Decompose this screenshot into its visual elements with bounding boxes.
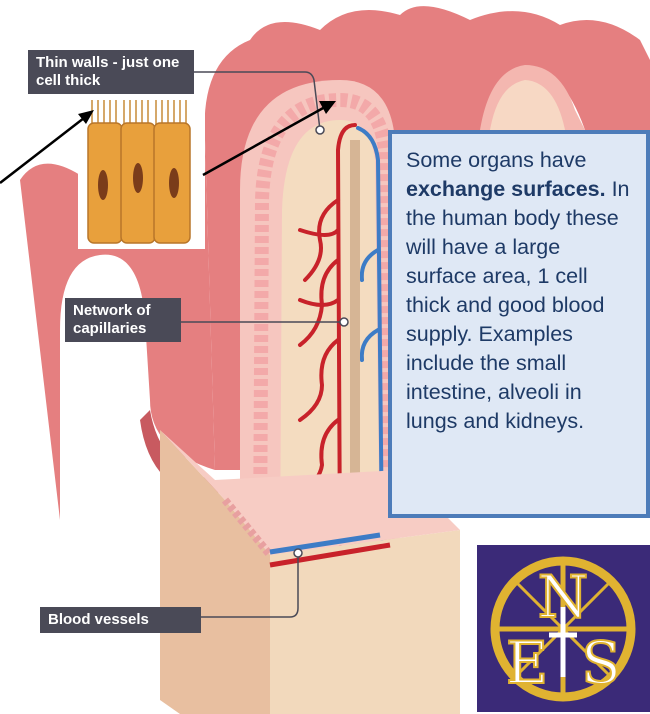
- info-rest: In the human body these will have a larg…: [406, 177, 630, 433]
- logo-letter-n: N: [538, 563, 589, 631]
- cell-inset: [78, 97, 205, 249]
- nucleus: [98, 170, 108, 200]
- label-capillaries: Network of capillaries: [65, 298, 181, 342]
- info-intro: Some organs have: [406, 148, 586, 172]
- label-thin-walls: Thin walls - just one cell thick: [28, 50, 194, 94]
- nucleus: [169, 168, 179, 198]
- label-blood-vessels: Blood vessels: [40, 607, 201, 633]
- info-box: Some organs have exchange surfaces. In t…: [388, 130, 650, 518]
- logo-letter-e: E: [506, 629, 548, 697]
- info-bold: exchange surfaces.: [406, 177, 606, 201]
- logo-letter-s: S: [581, 629, 621, 697]
- nucleus: [133, 163, 143, 193]
- school-logo: N E S: [477, 545, 650, 712]
